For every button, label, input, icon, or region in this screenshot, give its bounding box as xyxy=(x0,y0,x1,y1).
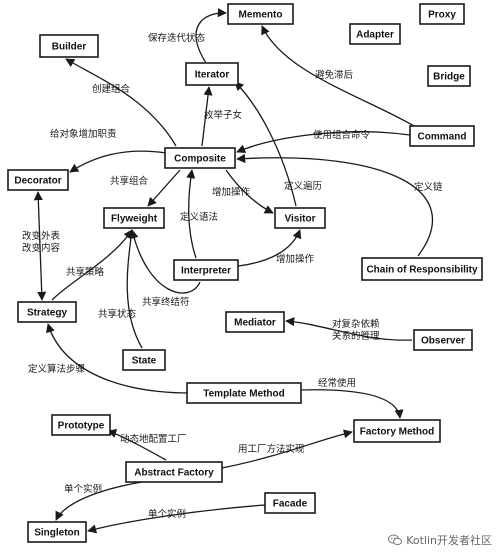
svg-text:Bridge: Bridge xyxy=(433,72,465,83)
node-interpreter[interactable]: Interpreter xyxy=(173,259,239,281)
svg-text:Factory Method: Factory Method xyxy=(360,427,434,438)
node-abstract-factory[interactable]: Abstract Factory xyxy=(125,461,223,483)
edge-label-iterator-memento: 保存迭代状态 xyxy=(148,32,206,44)
svg-text:Strategy: Strategy xyxy=(27,308,67,319)
edge-interpreter-flyweight xyxy=(129,229,201,294)
edge-composite-decorator xyxy=(69,150,167,173)
svg-text:Template Method: Template Method xyxy=(203,389,284,400)
edge-observer-mediator xyxy=(285,317,413,341)
svg-text:Flyweight: Flyweight xyxy=(111,214,158,225)
node-proxy[interactable]: Proxy xyxy=(419,3,465,25)
node-visitor[interactable]: Visitor xyxy=(274,207,326,229)
wechat-icon xyxy=(388,534,403,546)
edge-label-composite-decorator: 给对象增加职责 xyxy=(50,128,117,140)
node-mediator[interactable]: Mediator xyxy=(225,311,285,333)
node-template-method[interactable]: Template Method xyxy=(186,382,302,404)
edge-label-composite-builder: 创建组合 xyxy=(92,83,131,95)
svg-text:Decorator: Decorator xyxy=(14,176,61,187)
svg-text:Interpreter: Interpreter xyxy=(181,266,231,277)
edge-iterator-memento xyxy=(195,8,227,64)
svg-text:Composite: Composite xyxy=(174,154,226,165)
edge-label-visitor-iterator: 定义遍历 xyxy=(284,180,322,192)
edge-label-abstract-factory-prototype: 动态地配置工厂 xyxy=(120,433,187,445)
edge-label-interpreter-flyweight: 共享终结符 xyxy=(142,296,190,308)
edge-composite-visitor xyxy=(225,169,274,214)
svg-text:Singleton: Singleton xyxy=(34,528,80,539)
edge-label-template-factory-method: 经常使用 xyxy=(318,377,356,389)
node-composite[interactable]: Composite xyxy=(164,147,236,169)
svg-text:Observer: Observer xyxy=(421,336,465,347)
svg-text:Visitor: Visitor xyxy=(285,214,316,225)
node-bridge[interactable]: Bridge xyxy=(427,65,471,87)
edge-command-composite xyxy=(236,131,411,153)
edge-strategy-flyweight xyxy=(51,229,133,301)
edge-template-strategy xyxy=(46,323,191,394)
node-state[interactable]: State xyxy=(122,349,166,371)
watermark-text: Kotlin开发者社区 xyxy=(406,534,492,547)
edge-composite-builder xyxy=(65,58,177,147)
svg-text:Iterator: Iterator xyxy=(195,70,230,81)
svg-text:Builder: Builder xyxy=(52,42,87,53)
edge-label-command-composite: 使用组合命令 xyxy=(313,129,371,141)
svg-text:Adapter: Adapter xyxy=(356,30,394,41)
svg-text:State: State xyxy=(132,356,157,367)
node-memento[interactable]: Memento xyxy=(227,3,294,25)
edge-label-abstract-factory-singleton: 单个实例 xyxy=(64,483,102,495)
node-singleton[interactable]: Singleton xyxy=(27,521,87,543)
edge-composite-flyweight xyxy=(147,169,181,207)
node-flyweight[interactable]: Flyweight xyxy=(103,207,165,229)
edge-label-composite-flyweight: 共享组合 xyxy=(110,175,149,187)
svg-text:Prototype: Prototype xyxy=(58,421,105,432)
node-prototype[interactable]: Prototype xyxy=(51,414,111,436)
node-chain-of-responsibility[interactable]: Chain of Responsibility xyxy=(361,257,483,281)
edge-label-abstract-factory-factory-method: 用工厂方法实现 xyxy=(238,443,305,455)
edge-label-strategy-flyweight: 共享策略 xyxy=(66,266,105,278)
edge-label-facade-singleton: 单个实例 xyxy=(148,508,186,520)
watermark: Kotlin开发者社区 xyxy=(388,532,492,548)
edge-template-factory-method xyxy=(299,389,404,419)
edge-label-composite-visitor: 增加操作 xyxy=(212,186,251,198)
svg-text:Proxy: Proxy xyxy=(428,10,456,21)
edge-abstract-factory-prototype xyxy=(107,428,167,461)
svg-text:Abstract Factory: Abstract Factory xyxy=(134,468,214,479)
edge-decorator-strategy xyxy=(33,191,47,301)
svg-text:Chain of Responsibility: Chain of Responsibility xyxy=(366,265,478,276)
node-command[interactable]: Command xyxy=(409,125,475,147)
node-decorator[interactable]: Decorator xyxy=(7,169,69,191)
node-iterator[interactable]: Iterator xyxy=(185,62,239,86)
edge-visitor-iterator xyxy=(234,81,297,207)
edge-facade-singleton xyxy=(87,504,266,534)
svg-text:Command: Command xyxy=(418,132,467,143)
edge-label-chain-composite: 定义链 xyxy=(414,181,443,193)
svg-text:Mediator: Mediator xyxy=(234,318,276,329)
svg-text:Facade: Facade xyxy=(273,499,308,510)
edge-label-interpreter-composite: 定义语法 xyxy=(180,211,218,223)
node-factory-method[interactable]: Factory Method xyxy=(353,419,441,443)
svg-text:Memento: Memento xyxy=(239,10,283,21)
node-facade[interactable]: Facade xyxy=(264,492,316,514)
node-adapter[interactable]: Adapter xyxy=(349,23,401,45)
edge-composite-iterator xyxy=(201,86,213,147)
edge-label-command-memento: 避免滞后 xyxy=(315,69,354,81)
node-strategy[interactable]: Strategy xyxy=(17,301,77,323)
edge-label-observer-mediator: 对复杂依赖关系的管理 xyxy=(332,318,380,342)
node-builder[interactable]: Builder xyxy=(39,34,99,58)
edge-label-state-flyweight: 共享状态 xyxy=(98,308,137,320)
edge-label-decorator-strategy: 改变外表改变内容 xyxy=(22,230,61,254)
edge-abstract-factory-singleton xyxy=(55,481,143,521)
edge-abstract-factory-factory-method xyxy=(221,429,353,469)
edge-interpreter-composite xyxy=(186,169,197,259)
edge-label-interpreter-visitor: 增加操作 xyxy=(276,253,315,265)
edge-chain-composite xyxy=(236,153,434,257)
node-observer[interactable]: Observer xyxy=(413,329,473,351)
edge-interpreter-visitor xyxy=(237,229,302,267)
edge-label-composite-iterator: 枚举子女 xyxy=(204,109,242,121)
edge-command-memento xyxy=(261,25,415,127)
edge-label-template-strategy: 定义算法步骤 xyxy=(28,363,85,375)
edge-state-flyweight xyxy=(126,229,143,349)
